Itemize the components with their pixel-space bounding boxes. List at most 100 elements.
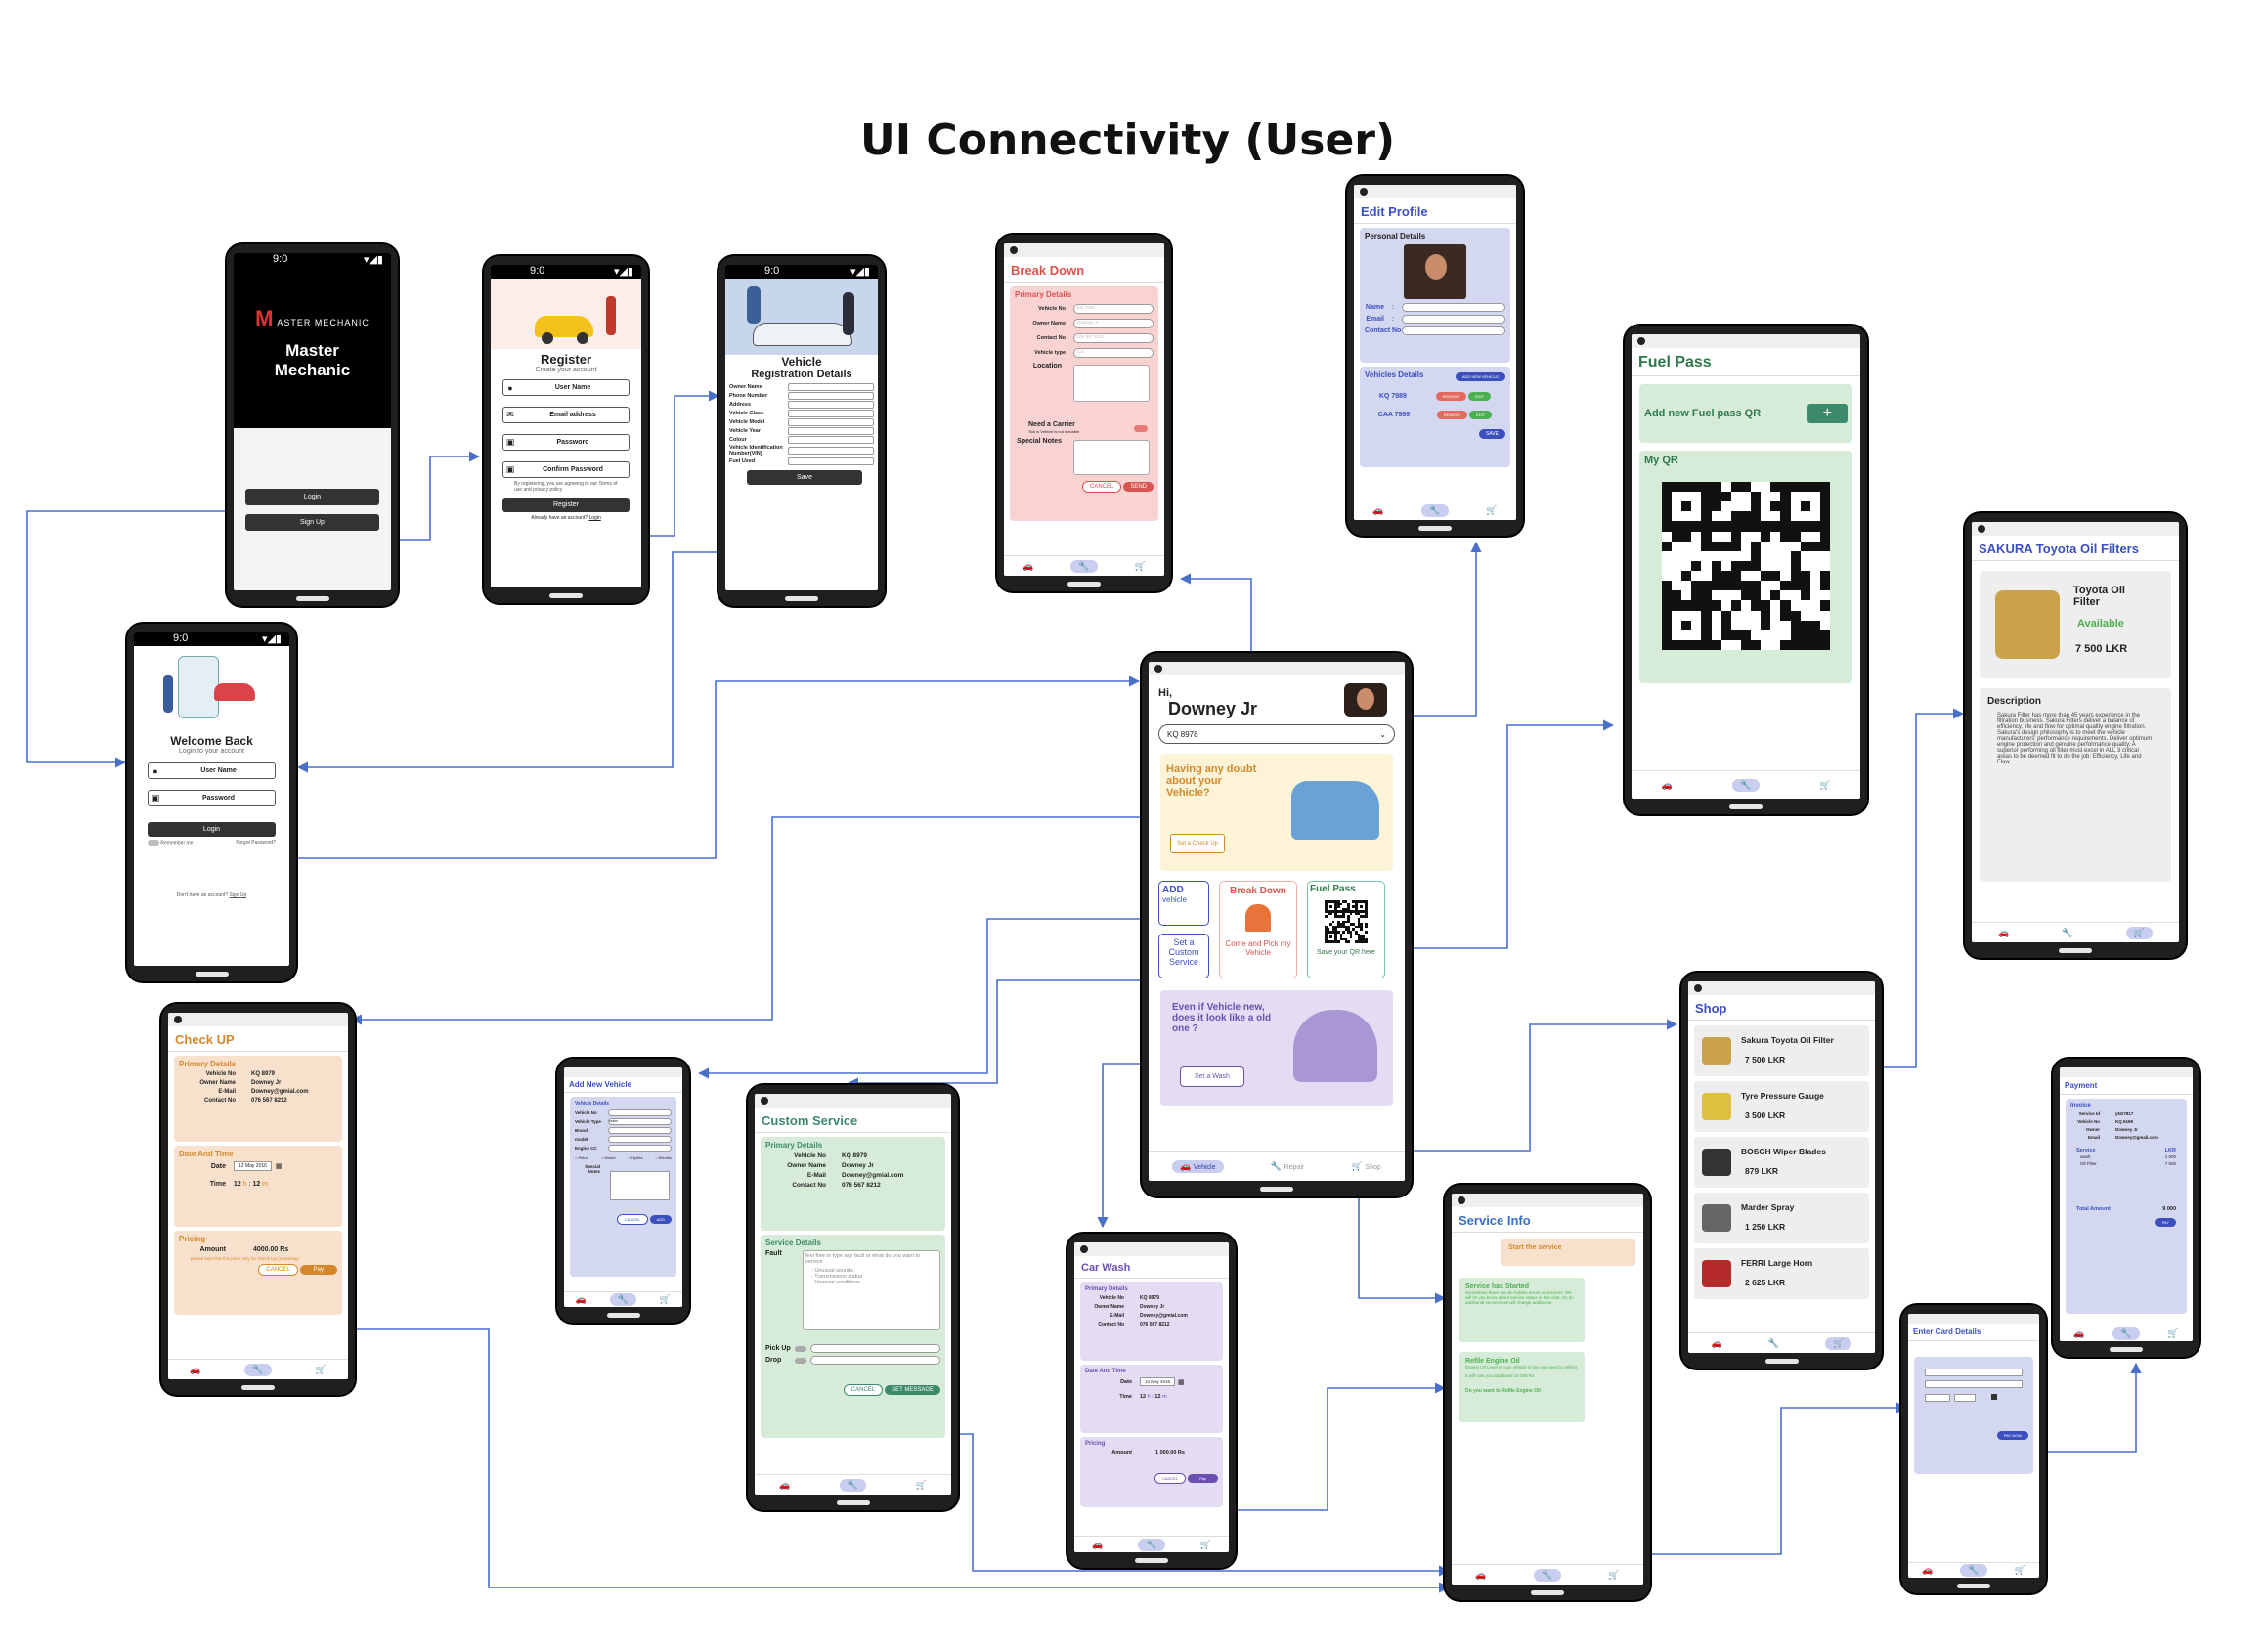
- login-link[interactable]: Login: [588, 515, 601, 521]
- date-input[interactable]: 12 May 2016: [1140, 1377, 1176, 1386]
- checkup-button[interactable]: Set a Check Up: [1170, 834, 1226, 853]
- calendar-icon[interactable]: ▦: [275, 1163, 283, 1170]
- wrench-icon[interactable]: 🔧: [1960, 1564, 1987, 1577]
- cart-icon[interactable]: 🛒: [659, 1294, 672, 1304]
- nav-vehicle[interactable]: 🚗 Vehicle: [1172, 1159, 1224, 1173]
- field-input[interactable]: [788, 436, 874, 444]
- fuel-radio[interactable]: ○ Electric: [655, 1155, 672, 1160]
- detail-input[interactable]: KQ 7989: [1073, 304, 1154, 314]
- password-field[interactable]: ▣Password: [148, 790, 276, 806]
- cart-icon[interactable]: 🛒: [2167, 1328, 2179, 1338]
- cart-icon[interactable]: 🛒: [315, 1364, 327, 1374]
- wrench-icon[interactable]: 🔧: [1732, 778, 1760, 792]
- wrench-icon[interactable]: 🔧: [609, 1293, 637, 1306]
- car-icon[interactable]: 🚗: [1023, 560, 1034, 571]
- fault-input[interactable]: feel free to type any fault or what do y…: [803, 1250, 940, 1330]
- field-input[interactable]: select: [608, 1118, 672, 1125]
- pay-button[interactable]: PAY: [2155, 1218, 2176, 1227]
- field-input[interactable]: [608, 1127, 672, 1134]
- vehicle-select[interactable]: KQ 8978⌄: [1158, 724, 1395, 744]
- car-icon[interactable]: 🚗: [575, 1294, 588, 1304]
- wrench-icon[interactable]: 🔧: [1421, 503, 1449, 517]
- edit-button[interactable]: EDIT: [1467, 392, 1492, 401]
- field-input[interactable]: [788, 392, 874, 400]
- cart-icon[interactable]: 🛒: [915, 1479, 927, 1490]
- cvv-input[interactable]: [1954, 1394, 1976, 1402]
- drop-input[interactable]: [810, 1356, 940, 1365]
- fuel-radio[interactable]: ○ Petrol: [575, 1155, 588, 1160]
- fuelpass-card[interactable]: Fuel Pass Save your QR here: [1307, 881, 1385, 978]
- username-field[interactable]: ●User Name: [148, 762, 276, 779]
- detail-input[interactable]: Car: [1073, 348, 1154, 358]
- nav-shop[interactable]: 🛒 Shop: [1351, 1160, 1381, 1171]
- detail-input[interactable]: Downey Jr: [1073, 319, 1154, 328]
- car-icon[interactable]: 🚗: [1372, 504, 1384, 515]
- refile-oil-question[interactable]: Do you want to Refile Engine Oil: [1465, 1388, 1541, 1394]
- cancel-button[interactable]: CANCEL: [1082, 481, 1122, 493]
- minute-value[interactable]: 12: [1154, 1394, 1161, 1400]
- field-input[interactable]: [788, 427, 874, 435]
- card-number-input[interactable]: [1925, 1369, 2023, 1376]
- carrier-toggle[interactable]: [1134, 424, 1148, 432]
- car-icon[interactable]: 🚗: [190, 1364, 201, 1374]
- car-icon[interactable]: 🚗: [1092, 1539, 1104, 1549]
- contact-input[interactable]: [1401, 326, 1505, 335]
- add-fuelpass-button[interactable]: +: [1807, 404, 1848, 423]
- email-field[interactable]: ✉Email address: [502, 407, 630, 423]
- pay-button[interactable]: Pay: [1188, 1474, 1218, 1483]
- drop-toggle[interactable]: [795, 1357, 806, 1364]
- field-input[interactable]: [608, 1145, 672, 1152]
- add-vehicle-button[interactable]: ADD NEW VEHICLE: [1455, 371, 1505, 381]
- cancel-button[interactable]: CANCEL: [258, 1264, 298, 1276]
- email-input[interactable]: [1401, 315, 1505, 324]
- card-name-input[interactable]: [1925, 1380, 2023, 1388]
- wash-button[interactable]: Set a Wash: [1180, 1066, 1244, 1087]
- fuel-radio[interactable]: ○ Hybrid: [628, 1155, 643, 1160]
- confirm-password-field[interactable]: ▣Confirm Password: [502, 461, 630, 478]
- cart-icon[interactable]: 🛒: [1825, 1336, 1852, 1350]
- remove-button[interactable]: REMOVE: [1435, 392, 1467, 401]
- login-button[interactable]: Login: [148, 822, 276, 837]
- register-button[interactable]: Register: [502, 498, 630, 512]
- cart-icon[interactable]: 🛒: [1134, 560, 1146, 571]
- send-message-button[interactable]: SET MESSAGE: [885, 1385, 940, 1395]
- save-button[interactable]: Save: [747, 470, 862, 485]
- cart-icon[interactable]: 🛒: [2125, 926, 2153, 939]
- send-button[interactable]: SEND: [1123, 482, 1154, 492]
- remove-button[interactable]: REMOVE: [1436, 411, 1468, 419]
- fuel-radio[interactable]: ○ Diesel: [600, 1155, 616, 1160]
- wrench-icon[interactable]: 🔧: [1534, 1568, 1561, 1582]
- field-input[interactable]: [788, 410, 874, 417]
- login-button[interactable]: Login: [245, 489, 379, 505]
- cart-icon[interactable]: 🛒: [2014, 1565, 2025, 1575]
- avatar[interactable]: [1344, 683, 1387, 717]
- pay-now-button[interactable]: PAY NOW: [1996, 1431, 2028, 1440]
- add-button[interactable]: ADD: [649, 1215, 672, 1224]
- edit-button[interactable]: EDIT: [1469, 411, 1493, 419]
- custom-service-card[interactable]: Set a Custom Service: [1158, 934, 1209, 978]
- cancel-button[interactable]: CANCEL: [617, 1214, 649, 1225]
- cancel-button[interactable]: CANCEL: [1154, 1473, 1187, 1484]
- avatar[interactable]: [1404, 244, 1466, 299]
- minute-value[interactable]: 12: [252, 1181, 261, 1188]
- nav-repair[interactable]: 🔧 Repair: [1270, 1160, 1305, 1171]
- remember-toggle[interactable]: Remember me: [148, 840, 193, 846]
- cancel-button[interactable]: CANCEL: [843, 1384, 884, 1396]
- wrench-icon[interactable]: 🔧: [839, 1478, 867, 1492]
- password-field[interactable]: ▣Password: [502, 434, 630, 451]
- name-input[interactable]: [1401, 303, 1505, 312]
- username-field[interactable]: ●User Name: [502, 379, 630, 396]
- car-icon[interactable]: 🚗: [1711, 1337, 1722, 1348]
- field-input[interactable]: [788, 457, 874, 465]
- car-icon[interactable]: 🚗: [1475, 1569, 1487, 1580]
- wrench-icon[interactable]: 🔧: [2062, 927, 2073, 937]
- wrench-icon[interactable]: 🔧: [2112, 1327, 2140, 1340]
- field-input[interactable]: [788, 383, 874, 391]
- cart-icon[interactable]: 🛒: [1486, 504, 1498, 515]
